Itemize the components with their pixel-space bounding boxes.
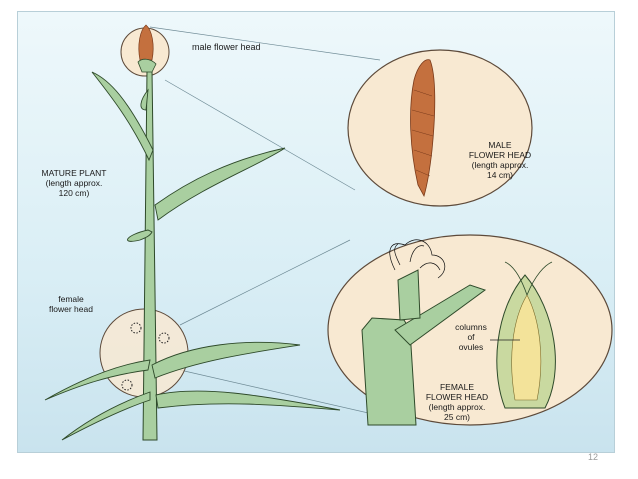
mature-plant-line-3: 120 cm) <box>58 188 90 198</box>
female-detail-label: FEMALE FLOWER HEAD (length approx. 25 cm… <box>412 382 502 422</box>
mature-plant-line-2: (length approx. <box>45 178 103 188</box>
male-tassel-small <box>138 24 154 61</box>
female-detail-line-2: FLOWER HEAD <box>425 392 489 402</box>
main-stem <box>142 69 158 441</box>
female-label-line-1: female <box>58 294 84 304</box>
leaves <box>44 71 341 441</box>
ovules-line-3: ovules <box>458 342 484 352</box>
callout-lines <box>149 26 391 419</box>
male-detail-line-1: MALE <box>488 140 512 150</box>
ovules-line-2: of <box>467 332 475 342</box>
mature-plant-label: MATURE PLANT (length approx. 120 cm) <box>34 168 114 198</box>
male-detail-label: MALE FLOWER HEAD (length approx. 14 cm) <box>455 140 545 180</box>
male-detail-line-4: 14 cm) <box>487 170 513 180</box>
female-flower-head-label: female flower head <box>36 294 106 314</box>
columns-of-ovules-label: columns of ovules <box>448 322 494 352</box>
female-label-line-2: flower head <box>49 304 93 314</box>
female-detail-line-1: FEMALE <box>439 382 474 392</box>
mature-plant-line-1: MATURE PLANT <box>41 168 107 178</box>
male-detail-line-3: (length approx. <box>471 160 529 170</box>
male-tassel-large <box>410 59 436 198</box>
ovules-line-1: columns <box>455 322 487 332</box>
male-detail-circle <box>347 49 533 207</box>
page-number: 12 <box>588 452 599 462</box>
male-detail-line-2: FLOWER HEAD <box>468 150 532 160</box>
female-detail-line-3: (length approx. <box>428 402 486 412</box>
male-flower-head-label: male flower head <box>192 42 261 52</box>
female-detail-line-4: 25 cm) <box>444 412 470 422</box>
